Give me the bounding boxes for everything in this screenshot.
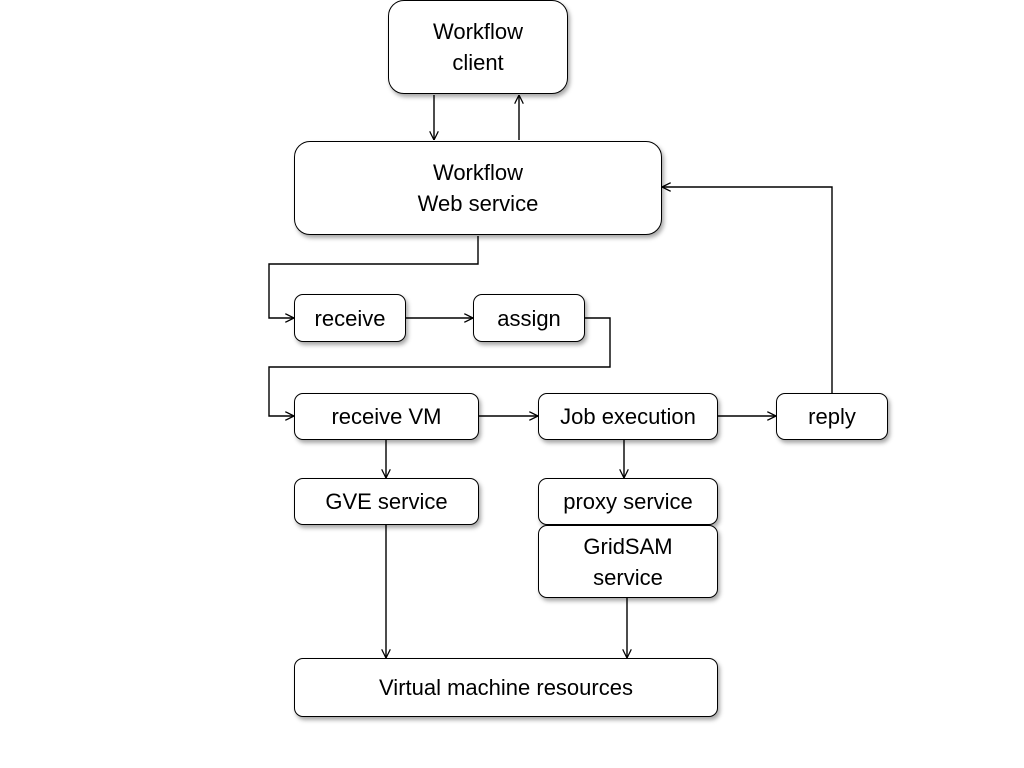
receive-node: receive (294, 294, 406, 342)
arrow-reply-to-webservice (662, 187, 833, 393)
arrow-assign-to-receive-vm (268, 317, 611, 416)
virtual-machine-resources-node: Virtual machine resources (294, 658, 718, 717)
gve-service-node: GVE service (294, 478, 479, 525)
job-execution-node: Job execution (538, 393, 718, 440)
workflow-web-service-node: Workflow Web service (294, 141, 662, 235)
arrow-webservice-to-receive (268, 236, 479, 318)
gridsam-service-node: GridSAM service (538, 525, 718, 598)
assign-node: assign (473, 294, 585, 342)
receive-vm-node: receive VM (294, 393, 479, 440)
workflow-client-node: Workflow client (388, 0, 568, 94)
reply-node: reply (776, 393, 888, 440)
proxy-service-node: proxy service (538, 478, 718, 525)
